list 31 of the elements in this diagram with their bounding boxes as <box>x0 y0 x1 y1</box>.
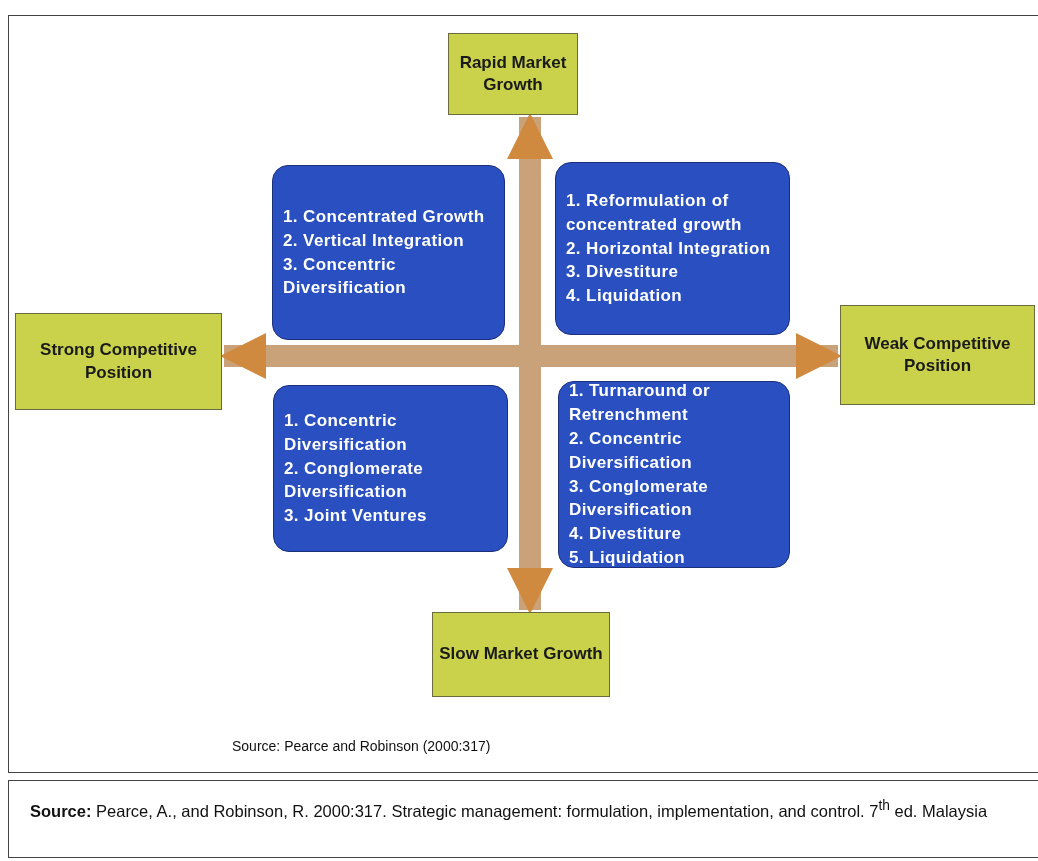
axis-label: Weak Competitive Position <box>863 332 1012 377</box>
strategy-item: 4. Liquidation <box>566 285 684 308</box>
strategy-item: 2. Horizontal Integration <box>566 237 772 260</box>
strategy-box <box>555 162 790 335</box>
axis-label: Slow Market Growth <box>439 643 603 666</box>
strategy-item: 3. Conglomerate Diversification <box>569 475 710 522</box>
axis-label: Strong Competitive Position <box>39 339 198 384</box>
strategy-item: 2. Concentric Diversification <box>569 427 694 474</box>
strategy-item: 1. Reformulation of concentrated growth <box>566 190 743 236</box>
strategy-box <box>273 385 508 552</box>
double-headed-arrow <box>507 113 553 614</box>
strategy-item: 1. Turnaround or Retrenchment <box>569 380 712 427</box>
strategy-item: 3. Joint Ventures <box>284 505 428 528</box>
axis-label-box <box>840 305 1035 405</box>
strategy-box <box>558 381 790 568</box>
strategy-item: 4. Divestiture <box>569 523 683 546</box>
strategy-item: 1. Concentrated Growth <box>283 205 486 228</box>
axis-label: Rapid Market Growth <box>458 51 568 96</box>
strategy-box <box>272 165 505 340</box>
axis-label-box <box>432 612 610 697</box>
axis-label-box <box>448 33 578 115</box>
double-headed-arrow <box>220 333 842 379</box>
source-note: Source: Pearce and Robinson (2000:317) <box>232 738 491 754</box>
strategy-item: 5. Liquidation <box>569 546 687 569</box>
axis-label-box <box>15 313 222 410</box>
strategy-item: 2. Vertical Integration <box>283 229 466 252</box>
source-citation: Source: Pearce, A., and Robinson, R. 2000:317. Strategic management: formulation, implementation, and control. 7$^{th}$ ed. Malaysia <box>30 797 989 822</box>
strategy-item: 2. Conglomerate Diversification <box>284 457 425 504</box>
strategy-item: 3. Divestiture <box>566 261 680 284</box>
strategy-item: 1. Concentric Diversification <box>284 410 409 456</box>
strategy-item: 3. Concentric Diversification <box>283 253 408 300</box>
